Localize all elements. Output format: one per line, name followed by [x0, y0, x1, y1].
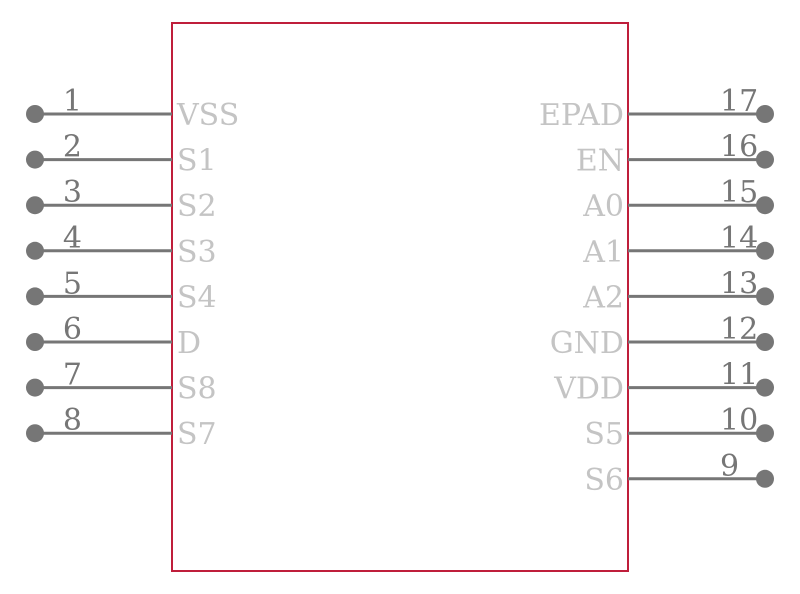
pin-name: GND — [550, 326, 624, 361]
pin-4: 4 S3 — [26, 221, 217, 270]
pin-number: 14 — [720, 221, 758, 256]
pin-name: EN — [576, 144, 624, 179]
pin-name: S7 — [177, 417, 217, 452]
pin-terminal — [26, 196, 44, 215]
pin-12: 12 GND — [550, 312, 774, 361]
pin-number: 16 — [720, 130, 758, 165]
pin-1: 1 VSS — [26, 84, 239, 133]
pin-terminal — [26, 424, 44, 443]
pin-number: 9 — [720, 449, 739, 484]
pin-number: 2 — [63, 130, 82, 165]
pin-terminal — [26, 287, 44, 306]
pin-name: A2 — [582, 280, 624, 315]
pin-name: S2 — [177, 189, 217, 224]
pin-14: 14 A1 — [582, 221, 774, 270]
pin-terminal — [756, 469, 774, 488]
pin-number: 10 — [720, 403, 758, 438]
pin-name: S4 — [177, 280, 217, 315]
pin-number: 7 — [63, 358, 82, 393]
pin-terminal — [756, 105, 774, 123]
pin-number: 13 — [720, 266, 758, 301]
pin-15: 15 A0 — [582, 175, 774, 224]
pin-terminal — [756, 241, 774, 260]
pin-terminal — [756, 150, 774, 169]
pin-name: EPAD — [539, 98, 624, 133]
pin-3: 3 S2 — [26, 175, 217, 224]
pin-5: 5 S4 — [26, 266, 217, 315]
pin-9: 9 S6 — [584, 449, 774, 498]
pin-13: 13 A2 — [582, 266, 774, 315]
pin-number: 8 — [63, 403, 82, 438]
pin-name: S6 — [584, 463, 624, 498]
pin-terminal — [26, 150, 44, 169]
pin-name: VDD — [553, 372, 624, 407]
pin-number: 3 — [63, 175, 82, 210]
pin-number: 17 — [720, 84, 758, 119]
pin-terminal — [756, 196, 774, 215]
pin-name: S3 — [177, 235, 217, 270]
pin-terminal — [26, 333, 44, 351]
pin-16: 16 EN — [576, 130, 774, 179]
pin-name: A0 — [582, 189, 624, 224]
pin-number: 11 — [720, 358, 758, 393]
pin-number: 4 — [63, 221, 82, 256]
pin-terminal — [26, 378, 44, 397]
pin-terminal — [756, 424, 774, 443]
pin-10: 10 S5 — [584, 403, 774, 452]
pin-name: S8 — [177, 372, 217, 407]
pin-name: VSS — [176, 98, 239, 133]
pin-number: 15 — [720, 175, 758, 210]
pin-name: S5 — [584, 417, 624, 452]
pin-11: 11 VDD — [553, 358, 774, 407]
pin-8: 8 S7 — [26, 403, 217, 452]
pin-name: D — [177, 326, 201, 361]
pin-17: 17 EPAD — [539, 84, 774, 133]
pin-terminal — [756, 333, 774, 351]
pin-number: 12 — [720, 312, 758, 347]
pin-number: 6 — [63, 312, 82, 347]
pin-terminal — [756, 287, 774, 306]
pin-name: A1 — [582, 235, 624, 270]
pin-name: S1 — [177, 144, 217, 179]
pin-2: 2 S1 — [26, 130, 217, 179]
right-pin-group: 17 EPAD 16 EN 15 A0 14 A1 13 A2 12 GND 11 VDD 10 S5 9 S6 — [539, 84, 774, 498]
pin-7: 7 S8 — [26, 358, 217, 407]
pin-number: 1 — [63, 84, 82, 119]
pin-terminal — [26, 241, 44, 260]
pin-number: 5 — [63, 266, 82, 301]
pin-terminal — [756, 378, 774, 397]
pin-terminal — [26, 105, 44, 123]
